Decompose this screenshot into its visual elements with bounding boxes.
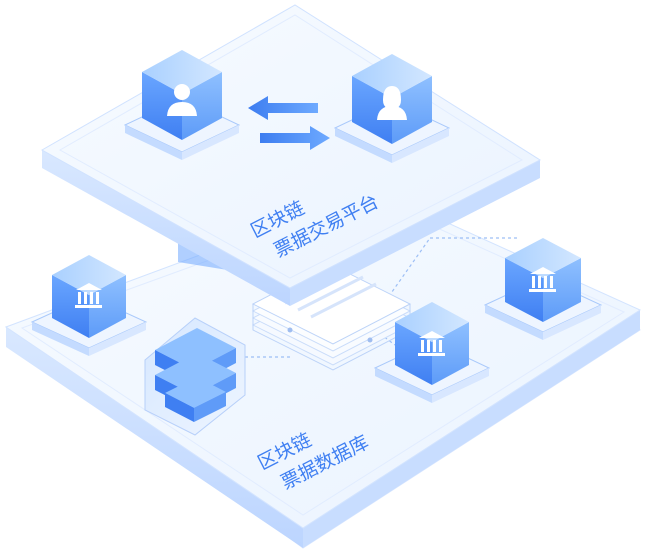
bank-node-center [373, 302, 491, 403]
bank-node-left [30, 255, 148, 356]
bank-icon [418, 331, 445, 356]
bank-icon [75, 283, 102, 308]
bank-icon [529, 267, 556, 292]
user-node-female [333, 54, 451, 163]
user-node-male [123, 50, 241, 160]
exchange-arrows-icon [248, 96, 330, 150]
bank-node-right [483, 238, 603, 340]
male-user-icon [167, 84, 197, 116]
female-user-icon [377, 86, 407, 120]
database-stack-icon [144, 317, 246, 436]
top-platform [40, 4, 542, 306]
